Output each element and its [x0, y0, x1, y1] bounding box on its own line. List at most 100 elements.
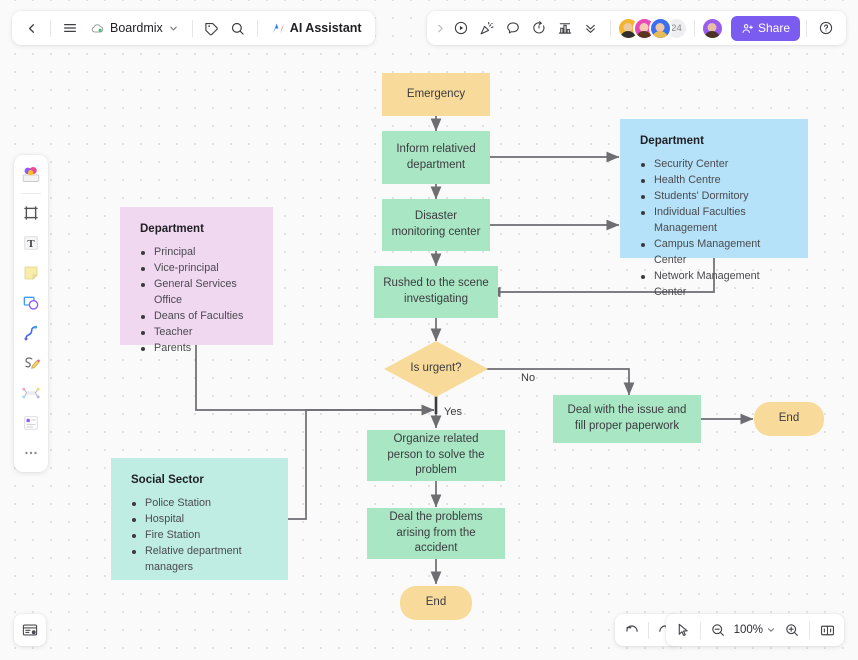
node-label: Organize related person to solve the pro…: [387, 433, 485, 477]
panel-title: Social Sector: [131, 474, 204, 486]
tag-icon: [205, 22, 219, 35]
back-button[interactable]: [18, 15, 44, 41]
list-item: Principal: [140, 245, 259, 261]
node-decision-is-urgent[interactable]: Is urgent?: [384, 341, 488, 397]
node-organize-related-person[interactable]: Organize related person to solve the pro…: [367, 430, 505, 481]
panel-department-left[interactable]: Department Principal Vice-principal Gene…: [120, 207, 273, 354]
vote-chart-icon: [558, 23, 572, 34]
share-button[interactable]: Share: [730, 15, 800, 41]
timer-button[interactable]: [526, 15, 552, 41]
more-options-button[interactable]: [578, 15, 604, 41]
expand-toolbar-button[interactable]: [434, 15, 448, 41]
list-item: Fire Station: [131, 528, 274, 544]
node-emergency[interactable]: Emergency: [382, 73, 490, 116]
present-button[interactable]: [448, 15, 474, 41]
undo-button[interactable]: [619, 617, 645, 643]
node-end-right[interactable]: End: [754, 402, 824, 436]
tool-frame[interactable]: [17, 199, 45, 227]
board-settings-button[interactable]: [14, 614, 46, 646]
list-item: Health Centre: [640, 173, 794, 189]
node-end-left[interactable]: End: [400, 586, 472, 620]
tool-more[interactable]: [17, 439, 45, 467]
zoom-in-button[interactable]: [779, 617, 805, 643]
list-item: Relative department managers: [131, 544, 274, 576]
node-rushed-to-the-scene[interactable]: Rushed to the scene investigating: [374, 266, 498, 318]
node-label: Inform relatived department: [396, 142, 476, 171]
node-label: Rushed to the scene investigating: [383, 277, 489, 305]
search-button[interactable]: [225, 15, 251, 41]
menu-button[interactable]: [57, 15, 83, 41]
avatar[interactable]: [648, 16, 672, 40]
svg-text:T: T: [27, 238, 35, 250]
presentation-settings-icon: [22, 624, 38, 636]
tool-pen[interactable]: [17, 349, 45, 377]
mindmap-icon: [22, 387, 40, 399]
chevron-left-icon: [28, 23, 34, 33]
node-label: End: [425, 596, 447, 609]
zoom-out-button[interactable]: [705, 617, 731, 643]
chevron-double-down-icon: [586, 24, 596, 33]
celebrate-button[interactable]: [474, 15, 500, 41]
comment-bubble-icon: [507, 22, 519, 34]
zoom-toolbar: 100%: [665, 614, 844, 646]
node-deal-with-the-issue[interactable]: Deal with the issue and fill proper pape…: [553, 395, 701, 443]
node-disaster-monitoring-center[interactable]: Disaster monitoring center: [382, 199, 490, 251]
list-item: Individual Faculties Management: [640, 205, 794, 237]
list-item: Deans of Faculties: [140, 309, 259, 325]
fit-to-screen-button[interactable]: [814, 617, 840, 643]
zoom-in-icon: [786, 624, 798, 636]
list-item: Vice-principal: [140, 261, 259, 277]
current-user-avatar[interactable]: [700, 16, 724, 40]
tag-button[interactable]: [199, 15, 225, 41]
panel-list: Police Station Hospital Fire Station Rel…: [131, 496, 274, 576]
divider: [191, 19, 193, 37]
tool-table[interactable]: [17, 409, 45, 437]
node-inform-relatived-department[interactable]: Inform relatived department: [382, 131, 490, 184]
zoom-level-value: 100%: [733, 624, 763, 636]
panel-department-right[interactable]: Department Security Center Health Centre…: [620, 119, 808, 298]
cursor-tool-button[interactable]: [670, 617, 696, 643]
collaborator-avatars: 24: [616, 16, 688, 40]
play-circle-icon: [454, 21, 468, 35]
document-title: Boardmix: [110, 21, 163, 35]
divider: [50, 19, 51, 37]
panel-title: Department: [640, 135, 704, 147]
divider: [21, 193, 41, 194]
chevron-down-icon: [170, 26, 177, 30]
list-item: Security Center: [640, 157, 794, 173]
shapes-icon: [23, 296, 39, 310]
more-dots-icon: [25, 451, 37, 455]
tool-shapes[interactable]: [17, 289, 45, 317]
tool-connector[interactable]: [17, 319, 45, 347]
list-item: Hospital: [131, 512, 274, 528]
diamond-shape: [384, 341, 488, 397]
tool-mindmap[interactable]: [17, 379, 45, 407]
vote-button[interactable]: [552, 15, 578, 41]
ai-assistant-label: AI Assistant: [289, 21, 362, 35]
divider: [648, 621, 649, 639]
panel-list: Principal Vice-principal General Service…: [140, 245, 259, 357]
chevron-right-icon: [438, 24, 444, 32]
tool-templates[interactable]: [17, 160, 45, 188]
list-item: Students' Dormitory: [640, 189, 794, 205]
list-item: Campus Management Center: [640, 237, 794, 269]
panel-list: Security Center Health Centre Students' …: [640, 157, 794, 301]
zoom-level-dropdown[interactable]: 100%: [731, 624, 779, 636]
panel-social-sector[interactable]: Social Sector Police Station Hospital Fi…: [111, 458, 288, 580]
help-button[interactable]: [813, 15, 839, 41]
tool-text[interactable]: T: [17, 229, 45, 257]
divider: [806, 19, 807, 37]
ai-assistant-button[interactable]: AI Assistant: [264, 15, 369, 41]
node-label: Is urgent?: [410, 362, 462, 375]
document-title-dropdown[interactable]: Boardmix: [83, 15, 186, 41]
comment-button[interactable]: [500, 15, 526, 41]
tool-sticky-note[interactable]: [17, 259, 45, 287]
node-label: End: [778, 412, 800, 425]
list-item: Teacher: [140, 325, 259, 341]
top-right-toolbar: 24 Share: [426, 11, 846, 45]
divider: [256, 19, 258, 37]
sticky-note-icon: [24, 266, 39, 281]
node-deal-problems-accident[interactable]: Deal the problems arising from the accid…: [367, 508, 505, 559]
